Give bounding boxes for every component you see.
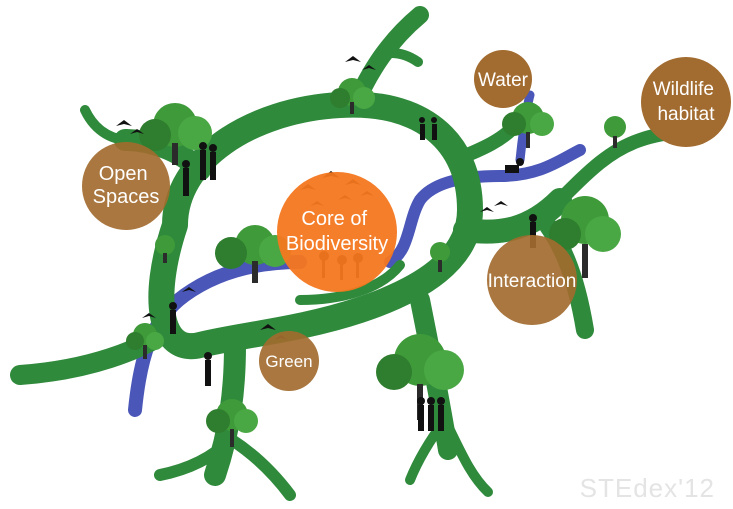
node-water: Water <box>474 50 532 108</box>
core-label-line2: Biodiversity <box>286 233 388 255</box>
open-spaces-label-line2: Spaces <box>93 186 160 208</box>
tree-cluster-left <box>126 323 164 359</box>
tree-cluster-bottom <box>206 399 258 447</box>
watermark-logo: STEdex'12 <box>580 473 715 503</box>
wildlife-habitat-label-line2: habitat <box>657 104 715 125</box>
node-wildlife-habitat: Wildlife habitat <box>641 57 731 147</box>
node-interaction: Interaction <box>487 235 577 325</box>
wildlife-habitat-label-line1: Wildlife <box>653 79 714 100</box>
open-spaces-label-line1: Open <box>99 163 148 185</box>
tree-cluster-center <box>215 225 291 283</box>
tree-cluster-open-spaces <box>139 103 212 165</box>
svg-text:Open Spaces: Open Spaces <box>93 163 160 208</box>
node-open-spaces: Open Spaces <box>82 142 170 230</box>
tree-small-2 <box>430 242 450 272</box>
water-label: Water <box>478 70 529 91</box>
people-icon <box>169 117 537 431</box>
tree-cluster-right <box>549 196 621 278</box>
tree-small-3 <box>604 116 626 148</box>
tree-cluster-water <box>502 102 554 148</box>
tree-cluster-lower <box>376 334 464 420</box>
core-label-line1: Core of <box>301 208 367 230</box>
svg-text:Wildlife habitat: Wildlife habitat <box>653 79 720 125</box>
green-label: Green <box>265 352 312 371</box>
svg-text:Core of Biodiversity: Core of Biodiversity <box>286 208 388 255</box>
tree-small-1 <box>155 235 175 263</box>
tree-cluster-top <box>330 78 375 114</box>
interaction-label: Interaction <box>488 271 577 292</box>
node-core-of-biodiversity: Core of Biodiversity <box>277 172 397 292</box>
trees <box>126 78 626 447</box>
node-green: Green <box>259 331 319 391</box>
